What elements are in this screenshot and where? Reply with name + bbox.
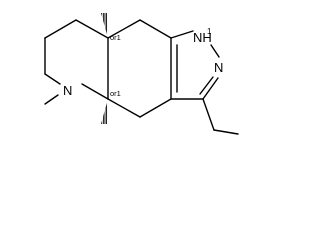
- bond-c4a-c4: [107, 98, 141, 118]
- bond-c8a-c9: [107, 19, 141, 39]
- bond-n-methyl: [44, 94, 59, 105]
- bond-lines: [44, 19, 239, 135]
- atom-pyrazole-n-label: N: [214, 60, 223, 75]
- bond-n1-n2: [210, 44, 220, 58]
- bond-c6-n5: [44, 73, 61, 85]
- molecule-diagram: NH 1 N N or1 or1: [44, 13, 239, 135]
- atom-nh-label: NH: [193, 30, 212, 45]
- bond-c9a-n1: [170, 30, 194, 39]
- bond-c4-c3a: [139, 98, 172, 118]
- bond-c8a-c8: [75, 19, 109, 39]
- stereo-label-lower: or1: [110, 89, 121, 98]
- stereo-hash-upper: [101, 13, 108, 38]
- bond-ethyl-ch3: [213, 129, 239, 135]
- bond-n2-c3: [202, 77, 219, 100]
- bond-n5-c4: [81, 83, 109, 100]
- stereo-hash-lower: [101, 99, 108, 124]
- bond-c9-c9a: [139, 19, 172, 39]
- bond-c8-c7: [44, 19, 77, 39]
- structure-canvas: NH 1 N N or1 or1: [44, 13, 239, 135]
- stereo-label-upper: or1: [110, 33, 121, 42]
- bond-n2-c3-double: [199, 76, 214, 95]
- atom-nh-subscript: 1: [207, 27, 212, 36]
- atom-piperidine-n-label: N: [63, 83, 72, 98]
- bond-c3-ethyl: [202, 98, 215, 131]
